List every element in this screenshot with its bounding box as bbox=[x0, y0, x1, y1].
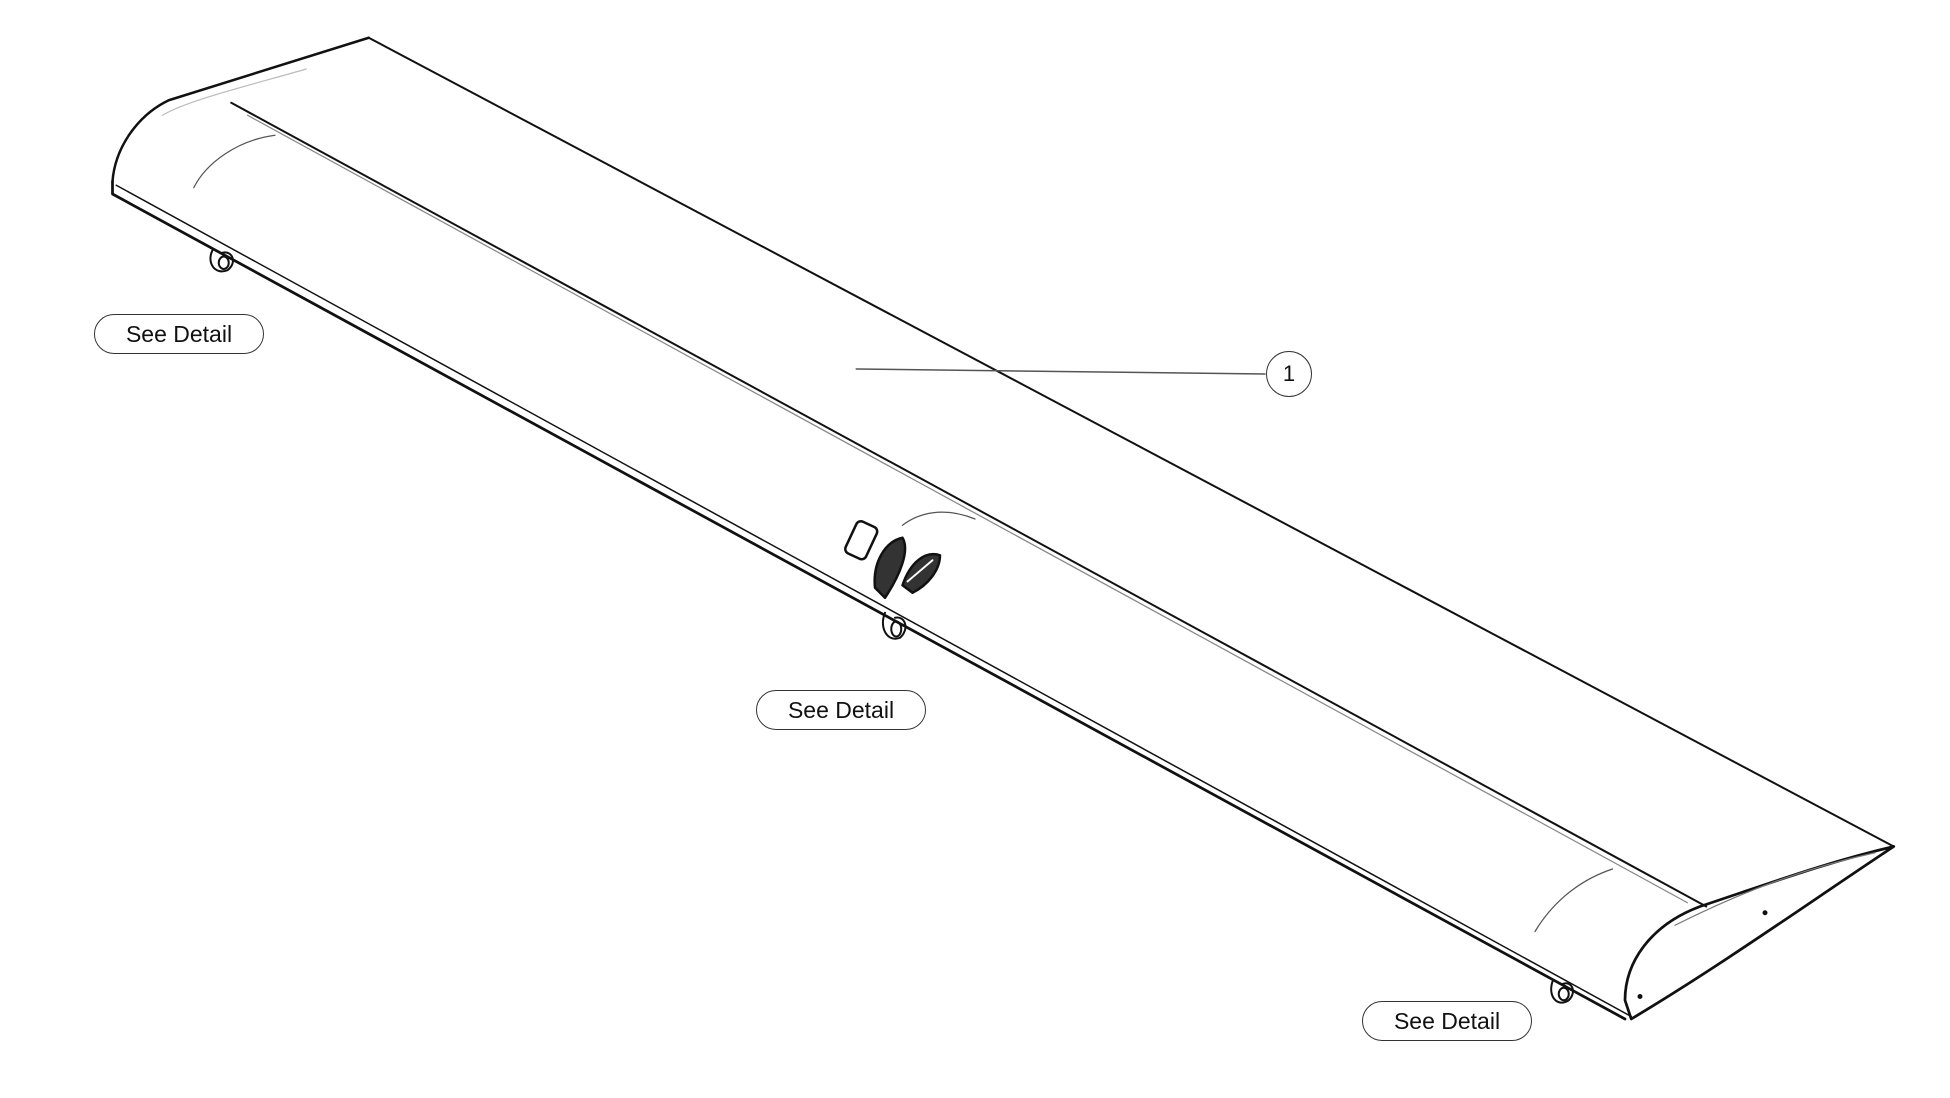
hinge-left bbox=[209, 249, 234, 273]
see-detail-button-right[interactable]: See Detail bbox=[1362, 1001, 1532, 1041]
wing-trailing-edge bbox=[367, 36, 1895, 848]
wing-left-tip bbox=[111, 36, 370, 183]
see-detail-button-center[interactable]: See Detail bbox=[756, 690, 926, 730]
callout-label: 1 bbox=[1282, 361, 1296, 386]
see-detail-button-left[interactable]: See Detail bbox=[94, 314, 264, 354]
hinge-right bbox=[1550, 980, 1574, 1004]
wing-right-tip bbox=[1623, 845, 1896, 1021]
center-fitting bbox=[844, 520, 942, 599]
wing-inner-line bbox=[230, 101, 1708, 908]
hinge-center bbox=[881, 611, 907, 640]
part-callout-1: 1 bbox=[1266, 351, 1312, 397]
callout-leader bbox=[855, 368, 1266, 375]
